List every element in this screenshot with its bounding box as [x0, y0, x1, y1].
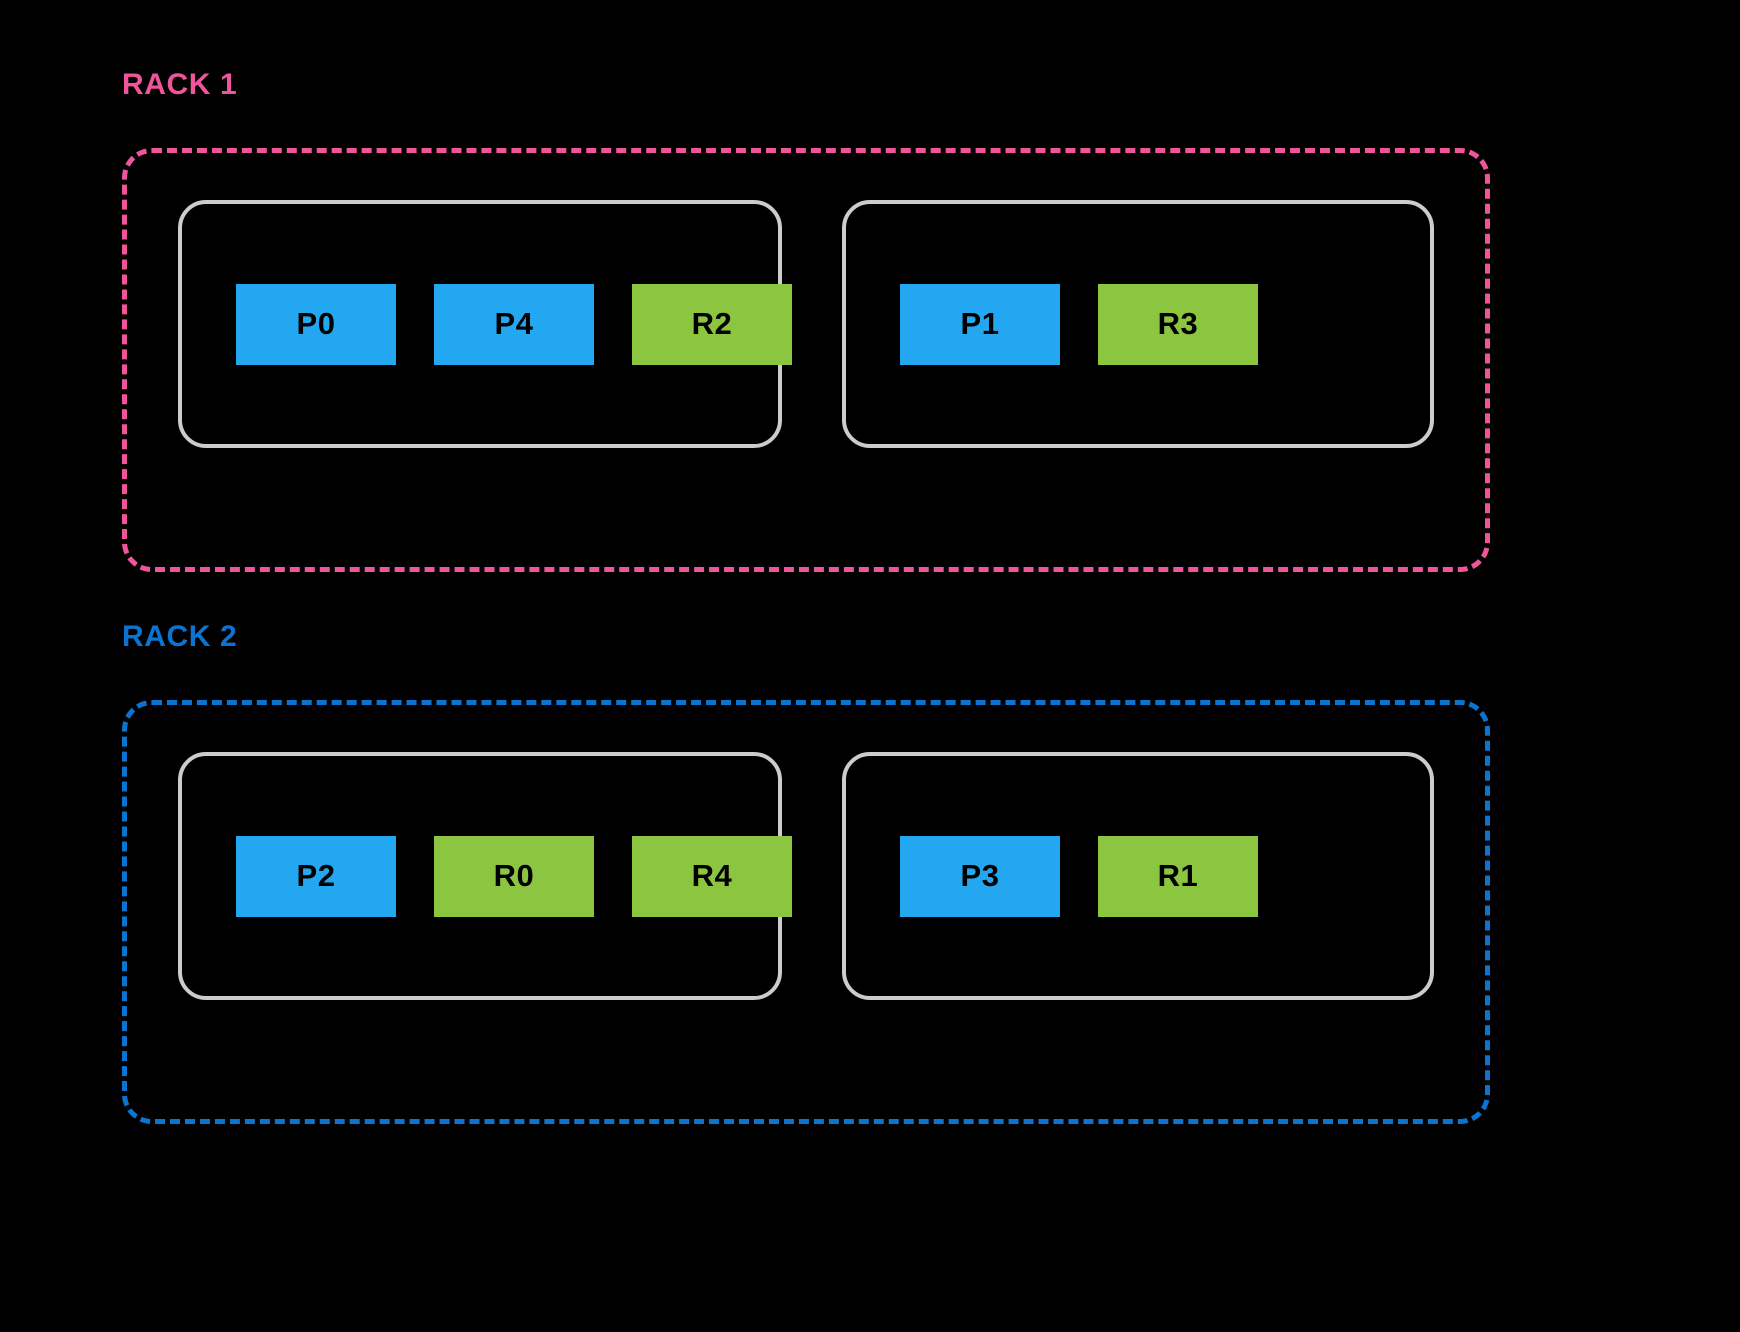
rack-boundary-1: [122, 148, 1490, 572]
node-box-rack1-a: P0 P4 R2: [178, 200, 792, 448]
block-p4: P4: [434, 283, 594, 365]
block-label: P3: [960, 858, 1000, 893]
block-r1: R1: [1098, 835, 1258, 917]
block-label: R2: [691, 306, 733, 341]
block-r0: R0: [434, 835, 594, 917]
node-box-rack1-b: P1 R3: [842, 200, 1434, 448]
node-box-rack2-a: P2 R0 R4: [178, 752, 792, 1000]
block-label: R1: [1157, 858, 1199, 893]
block-label: P0: [296, 306, 336, 341]
block-r2: R2: [632, 283, 792, 365]
node-box-rack2-b: P3 R1: [842, 752, 1434, 1000]
block-label: R0: [493, 858, 535, 893]
block-p1: P1: [900, 283, 1060, 365]
rack-label-2: RACK 2: [122, 620, 238, 653]
block-r3: R3: [1098, 283, 1258, 365]
block-p3: P3: [900, 835, 1060, 917]
node-row-2: P2 R0 R4 P3 R1: [122, 700, 1490, 1124]
node-row-1: P0 P4 R2 P1 R3: [122, 148, 1490, 572]
block-label: R4: [691, 858, 733, 893]
block-label: P4: [494, 306, 534, 341]
block-label: P2: [296, 858, 336, 893]
block-label: P1: [960, 306, 1000, 341]
block-label: R3: [1157, 306, 1199, 341]
block-p0: P0: [236, 283, 396, 365]
rack-label-1: RACK 1: [122, 68, 238, 101]
block-r4: R4: [632, 835, 792, 917]
block-p2: P2: [236, 835, 396, 917]
rack-boundary-2: [122, 700, 1490, 1124]
